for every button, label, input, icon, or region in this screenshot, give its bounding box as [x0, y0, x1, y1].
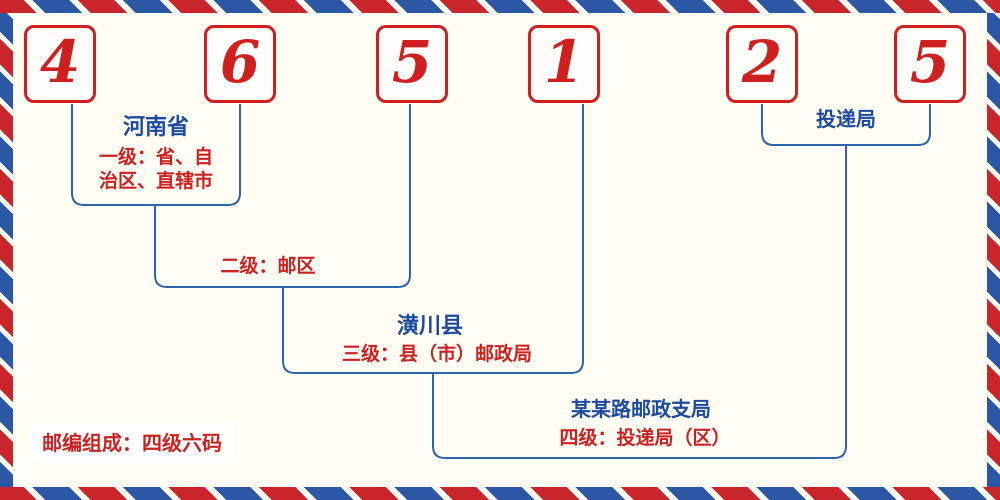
level3-desc-label: 三级：县（市）邮政局: [341, 343, 533, 365]
airmail-border-bottom: [0, 487, 1000, 500]
digit-5: 2: [741, 28, 783, 96]
digit-box-6: 5: [894, 25, 966, 103]
level1-desc-line2: 治区、直辖市: [98, 170, 214, 192]
digit-2: 6: [219, 28, 261, 96]
digit-box-1: 4: [24, 25, 96, 103]
delivery-office-label: 投递局: [816, 107, 876, 131]
level4-place-label: 某某路邮政支局: [571, 397, 711, 421]
level4-desc-label: 四级：投递局（区）: [559, 427, 731, 449]
footer-note: 邮编组成：四级六码: [30, 421, 234, 462]
digit-4: 1: [543, 28, 585, 96]
digit-3: 5: [391, 28, 433, 96]
level2-desc-label: 二级：邮区: [220, 255, 316, 277]
digit-box-2: 6: [204, 25, 276, 103]
level3-place-label: 潢川县: [396, 313, 464, 339]
airmail-border-top: [0, 0, 1000, 13]
airmail-border-left: [0, 13, 13, 487]
digit-box-4: 1: [528, 25, 600, 103]
digit-box-3: 5: [376, 25, 448, 103]
digit-1: 4: [39, 28, 81, 96]
digit-box-5: 2: [726, 25, 798, 103]
airmail-border-right: [987, 13, 1000, 487]
level1-desc-line1: 一级：省、自: [98, 146, 214, 168]
level1-place-label: 河南省: [122, 114, 190, 140]
digit-6: 5: [909, 28, 951, 96]
